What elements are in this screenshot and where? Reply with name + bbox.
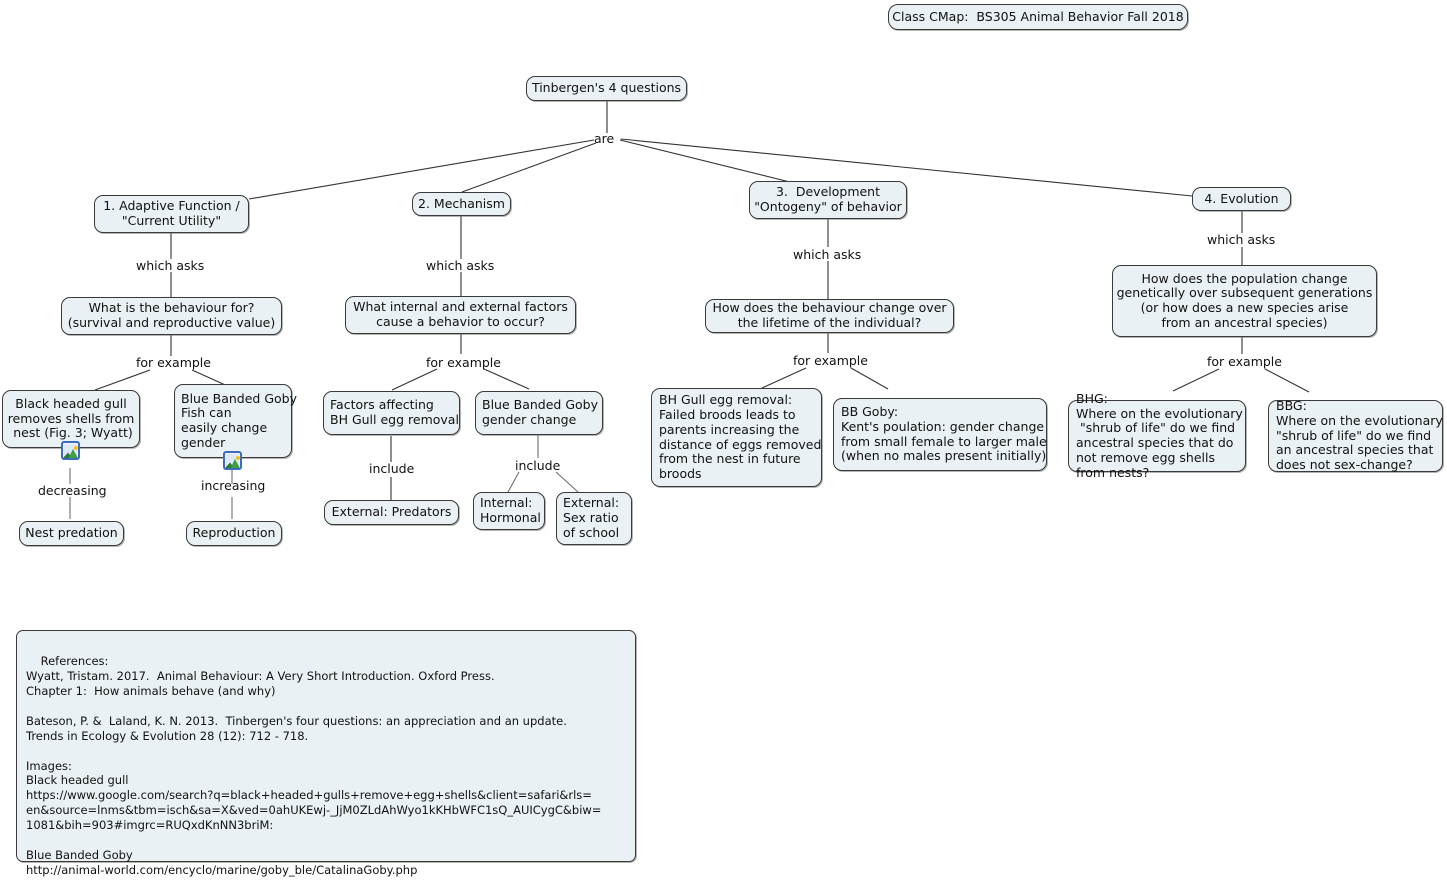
link-label-for-example-1: for example bbox=[136, 355, 211, 370]
node-q1-question-label: What is the behaviour for? (survival and… bbox=[67, 300, 276, 330]
image-icon[interactable] bbox=[223, 451, 242, 470]
map-title-text: Class CMap: BS305 Animal Behavior Fall 2… bbox=[892, 8, 1184, 24]
node-external-predators[interactable]: External: Predators bbox=[324, 500, 459, 525]
link-label-for-example-4: for example bbox=[1207, 354, 1282, 369]
link-label-increasing: increasing bbox=[201, 478, 266, 493]
node-bb-goby-kent[interactable]: BB Goby: Kent's poulation: gender change… bbox=[833, 398, 1047, 471]
node-q3-question-label: How does the behaviour change over the l… bbox=[712, 300, 947, 330]
concept-map-canvas: Class CMap: BS305 Animal Behavior Fall 2… bbox=[2, 4, 1443, 877]
node-bh-gull-egg-removal-development-label: BH Gull egg removal: Failed broods leads… bbox=[659, 392, 822, 481]
node-bhg-evolution[interactable]: BHG: Where on the evolutionary "shrub of… bbox=[1068, 391, 1246, 479]
link-label-for-example-3: for example bbox=[793, 353, 868, 368]
node-bbg-evolution-label: BBG: Where on the evolutionary "shrub of… bbox=[1276, 398, 1443, 473]
node-factors-egg-removal[interactable]: Factors affecting BH Gull egg removal bbox=[323, 391, 460, 435]
node-nest-predation[interactable]: Nest predation bbox=[19, 521, 124, 546]
node-blue-banded-goby[interactable]: Blue Banded Goby Fish can easily change … bbox=[174, 384, 297, 458]
node-root[interactable]: Tinbergen's 4 questions bbox=[526, 76, 687, 101]
node-factors-egg-removal-label: Factors affecting BH Gull egg removal bbox=[330, 397, 459, 427]
node-goby-gender-change[interactable]: Blue Banded Goby gender change bbox=[475, 391, 603, 435]
link-label-for-example-2: for example bbox=[426, 355, 501, 370]
node-nest-predation-label: Nest predation bbox=[25, 525, 118, 541]
link-label-include-1: include bbox=[369, 461, 415, 476]
node-bhg-evolution-label: BHG: Where on the evolutionary "shrub of… bbox=[1076, 390, 1243, 480]
node-development[interactable]: 3. Development "Ontogeny" of behavior bbox=[749, 181, 907, 219]
node-q2-question[interactable]: What internal and external factors cause… bbox=[345, 296, 576, 334]
node-q2-question-label: What internal and external factors cause… bbox=[353, 299, 568, 329]
node-black-headed-gull[interactable]: Black headed gull removes shells from ne… bbox=[2, 390, 140, 448]
map-title-box: Class CMap: BS305 Animal Behavior Fall 2… bbox=[888, 4, 1188, 30]
node-adaptive-function-label: 1. Adaptive Function / "Current Utility" bbox=[103, 198, 240, 228]
references-text: References: Wyatt, Tristam. 2017. Animal… bbox=[26, 653, 602, 878]
node-blue-banded-goby-label: Blue Banded Goby Fish can easily change … bbox=[181, 390, 297, 450]
image-icon[interactable] bbox=[61, 441, 80, 460]
node-bh-gull-egg-removal-development[interactable]: BH Gull egg removal: Failed broods leads… bbox=[651, 388, 822, 487]
node-external-sex-ratio[interactable]: External: Sex ratio of school bbox=[556, 492, 632, 545]
link-label-which-asks-3: which asks bbox=[793, 247, 862, 262]
node-internal-hormonal-label: Internal: Hormonal bbox=[480, 495, 541, 525]
node-goby-gender-change-label: Blue Banded Goby gender change bbox=[482, 397, 598, 427]
node-mechanism-label: 2. Mechanism bbox=[418, 195, 505, 211]
node-adaptive-function[interactable]: 1. Adaptive Function / "Current Utility" bbox=[94, 195, 249, 233]
node-development-label: 3. Development "Ontogeny" of behavior bbox=[754, 184, 902, 214]
link-label-decreasing: decreasing bbox=[38, 483, 107, 498]
node-q3-question[interactable]: How does the behaviour change over the l… bbox=[705, 299, 954, 333]
node-evolution-label: 4. Evolution bbox=[1204, 190, 1279, 206]
node-bbg-evolution[interactable]: BBG: Where on the evolutionary "shrub of… bbox=[1268, 398, 1443, 473]
node-q4-question-label: How does the population change genetical… bbox=[1116, 270, 1373, 330]
node-reproduction[interactable]: Reproduction bbox=[186, 521, 282, 546]
node-mechanism[interactable]: 2. Mechanism bbox=[412, 192, 511, 216]
node-black-headed-gull-label: Black headed gull removes shells from ne… bbox=[7, 395, 135, 441]
node-internal-hormonal[interactable]: Internal: Hormonal bbox=[473, 492, 545, 530]
node-reproduction-label: Reproduction bbox=[192, 525, 276, 541]
node-external-predators-label: External: Predators bbox=[331, 504, 452, 520]
link-label-which-asks-1: which asks bbox=[136, 258, 205, 273]
node-q1-question[interactable]: What is the behaviour for? (survival and… bbox=[61, 297, 282, 335]
references-box: References: Wyatt, Tristam. 2017. Animal… bbox=[16, 630, 636, 877]
node-external-sex-ratio-label: External: Sex ratio of school bbox=[563, 495, 620, 540]
node-q4-question[interactable]: How does the population change genetical… bbox=[1112, 265, 1377, 337]
node-bb-goby-kent-label: BB Goby: Kent's poulation: gender change… bbox=[841, 404, 1047, 464]
node-root-label: Tinbergen's 4 questions bbox=[531, 80, 682, 96]
node-evolution[interactable]: 4. Evolution bbox=[1192, 187, 1291, 211]
link-label-include-2: include bbox=[515, 458, 561, 473]
link-label-which-asks-4: which asks bbox=[1207, 232, 1276, 247]
link-label-which-asks-2: which asks bbox=[426, 258, 495, 273]
link-label-are: are bbox=[594, 131, 615, 146]
